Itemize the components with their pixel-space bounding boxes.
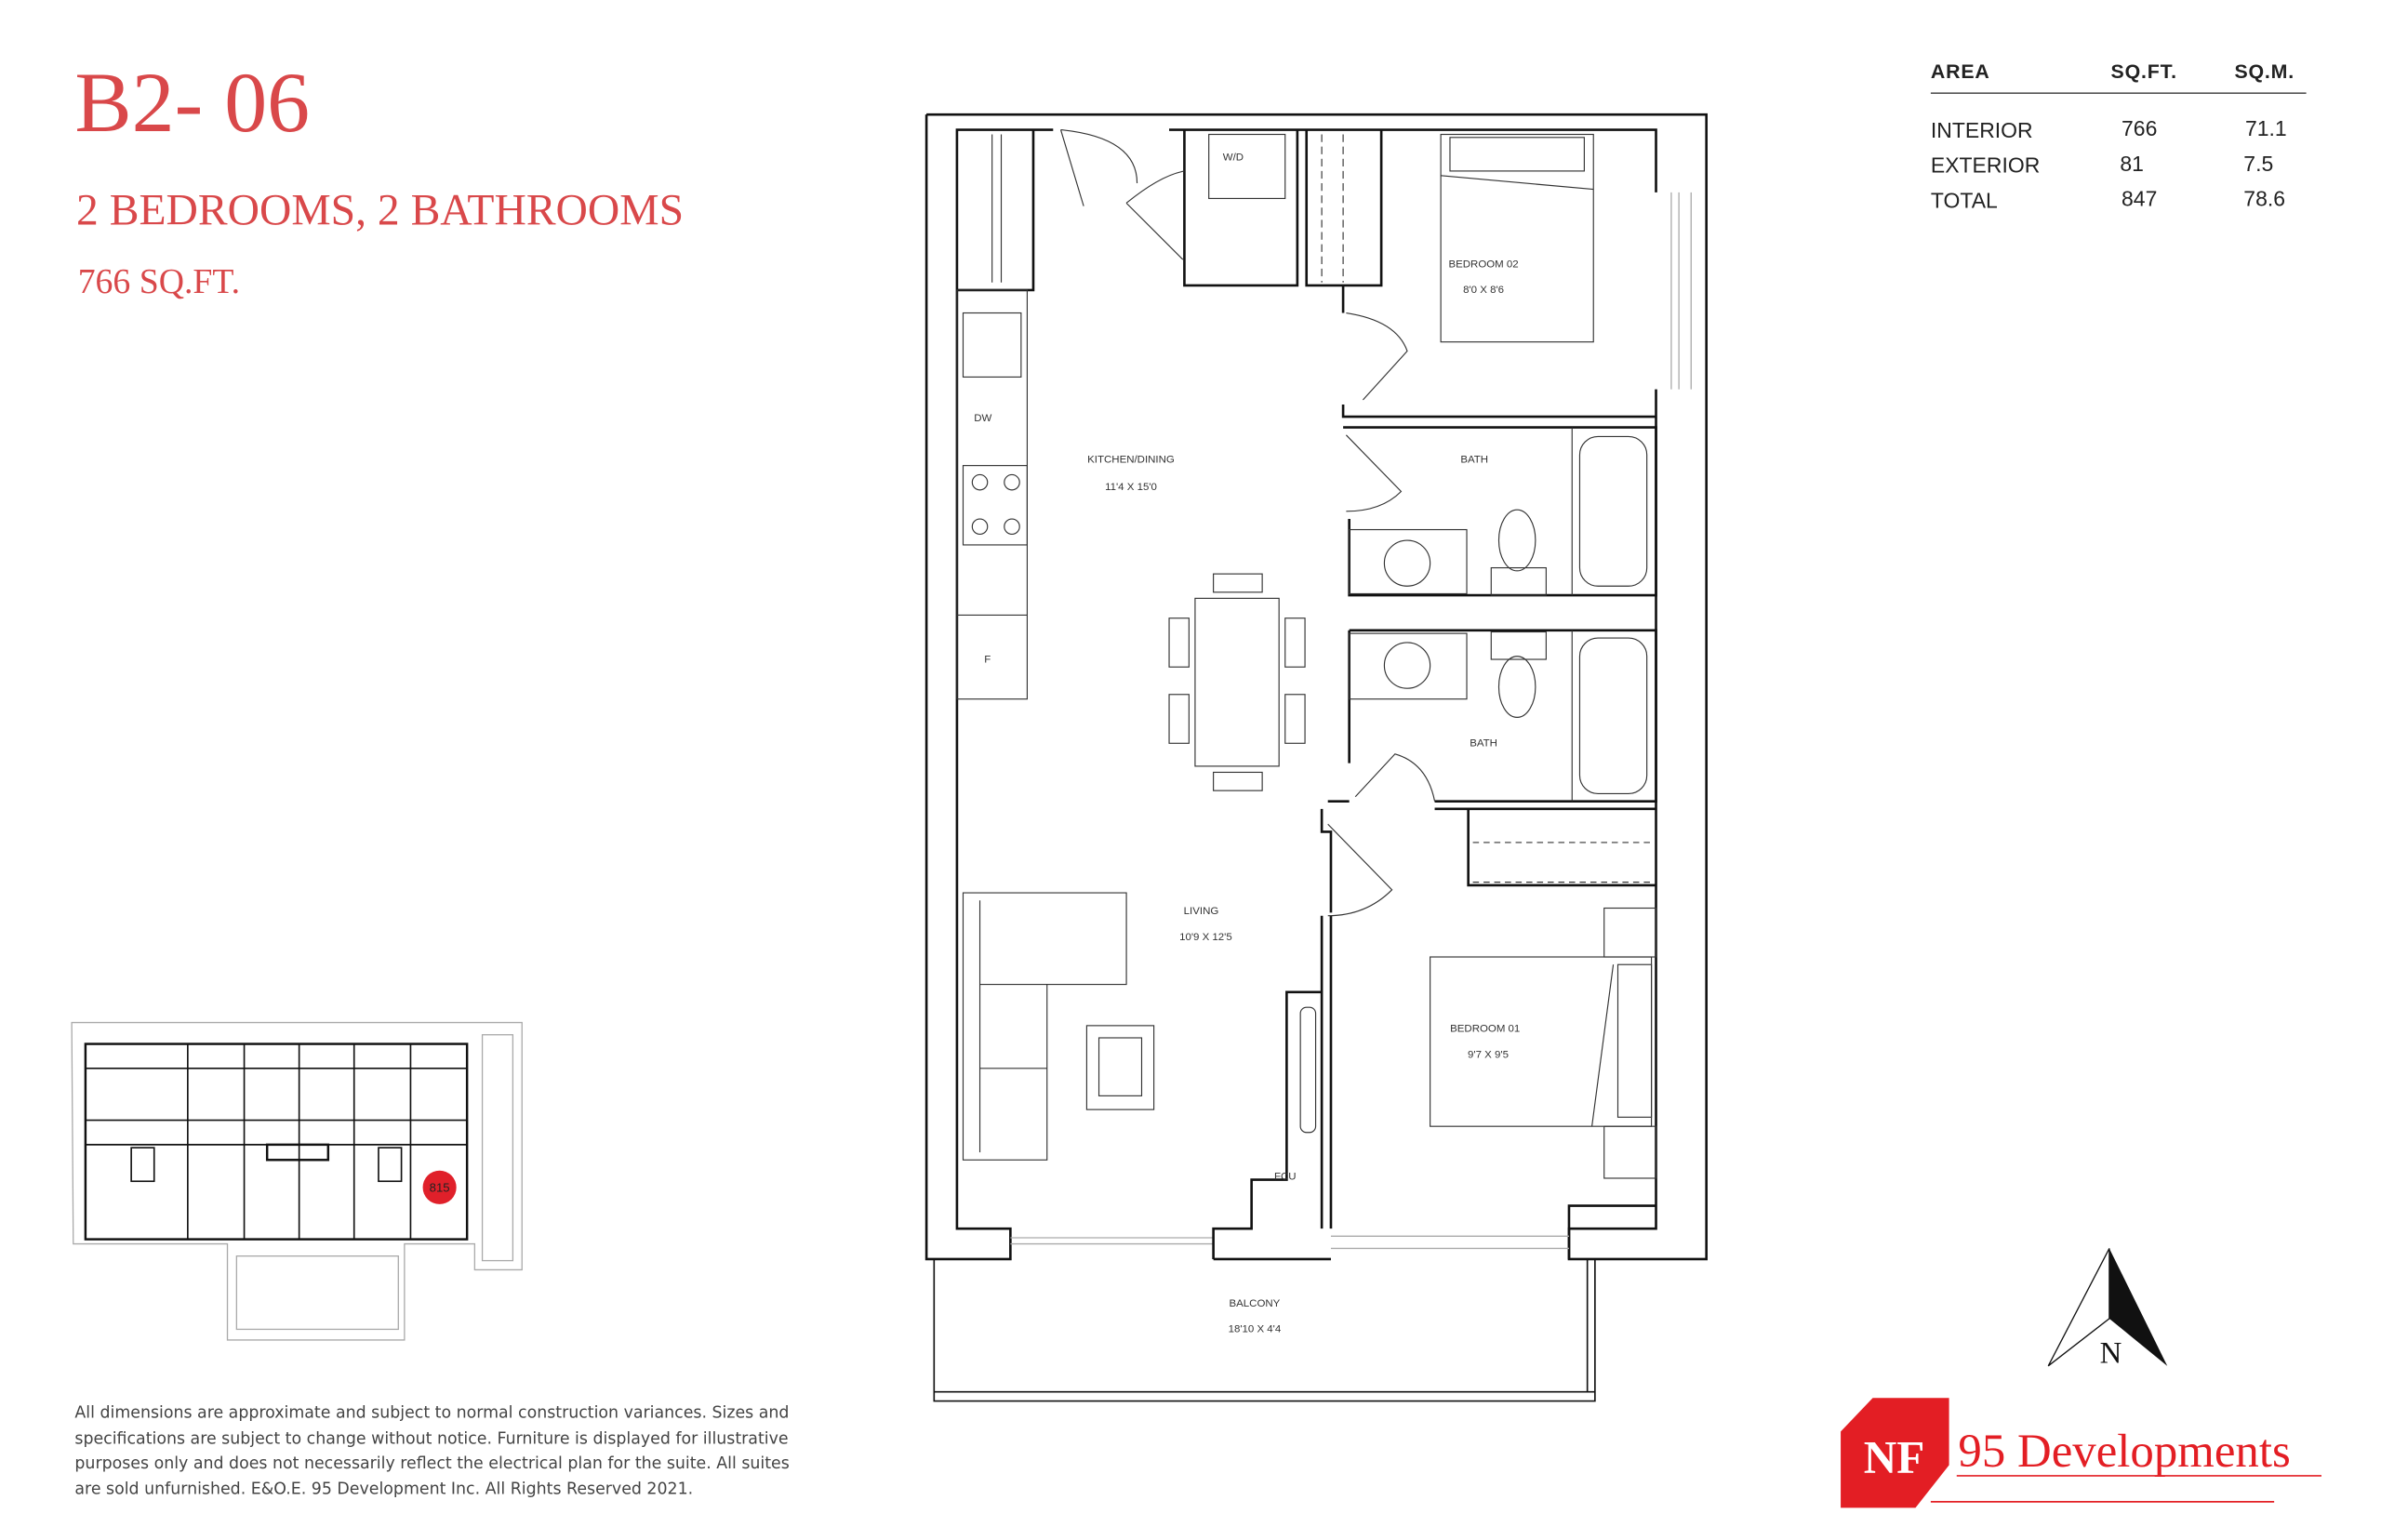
header-sqm: SQ.M. bbox=[2234, 60, 2295, 83]
room-label-wd: W/D bbox=[1223, 152, 1244, 163]
disclaimer-line: specifications are subject to change wit… bbox=[74, 1430, 788, 1449]
disclaimer-line: purposes only and does not necessarily r… bbox=[74, 1454, 789, 1473]
room-label-bath-2: BATH bbox=[1470, 738, 1497, 750]
row-sqft: 847 bbox=[2122, 187, 2157, 211]
row-sqft: 766 bbox=[2122, 116, 2157, 140]
room-label-bath-1: BATH bbox=[1460, 454, 1488, 465]
unit-type: 2 BEDROOMS, 2 BATHROOMS bbox=[76, 186, 684, 234]
row-label: EXTERIOR bbox=[1931, 153, 2040, 178]
room-label-balcony: BALCONY bbox=[1230, 1298, 1281, 1309]
header-sqft: SQ.FT. bbox=[2111, 60, 2177, 83]
disclaimer-line: All dimensions are approximate and subje… bbox=[74, 1404, 789, 1423]
row-label: INTERIOR bbox=[1931, 118, 2033, 142]
unit-floor-plan: W/D BEDROOM 02 8'0 X 8'6 BATH BATH bbox=[924, 113, 1708, 1402]
logo-name: 95 Developments bbox=[1958, 1426, 2290, 1478]
unit-location-number: 815 bbox=[430, 1181, 450, 1195]
appliance-label-fridge: F bbox=[984, 654, 991, 665]
key-plan: 815 bbox=[71, 1021, 523, 1341]
room-size-bedroom-02: 8'0 X 8'6 bbox=[1463, 285, 1504, 296]
header-area: AREA bbox=[1931, 60, 1990, 83]
unit-location-marker bbox=[422, 1170, 457, 1204]
north-arrow-icon: N bbox=[2047, 1248, 2168, 1371]
disclaimer-line: are sold unfurnished. E&O.E. 95 Developm… bbox=[74, 1480, 693, 1499]
developer-logo: NF 95 Developments bbox=[1841, 1398, 2321, 1508]
room-label-bedroom-01: BEDROOM 01 bbox=[1450, 1023, 1520, 1034]
room-size-kitchen-dining: 11'4 X 15'0 bbox=[1105, 482, 1157, 493]
table-row: INTERIOR 766 71.1 bbox=[1931, 116, 2287, 142]
unit-area: 766 SQ.FT. bbox=[78, 262, 240, 301]
room-label-kitchen-dining: KITCHEN/DINING bbox=[1087, 454, 1175, 465]
row-label: TOTAL bbox=[1931, 188, 1998, 212]
room-label-bedroom-02: BEDROOM 02 bbox=[1448, 259, 1518, 270]
row-sqm: 71.1 bbox=[2245, 116, 2287, 140]
table-row: EXTERIOR 81 7.5 bbox=[1931, 152, 2273, 178]
disclaimer: All dimensions are approximate and subje… bbox=[74, 1404, 789, 1499]
row-sqm: 7.5 bbox=[2243, 152, 2273, 176]
row-sqm: 78.6 bbox=[2243, 187, 2285, 211]
room-size-balcony: 18'10 X 4'4 bbox=[1229, 1324, 1282, 1335]
logo-mark: NF bbox=[1864, 1432, 1925, 1483]
room-label-fcu: FCU bbox=[1274, 1172, 1297, 1183]
north-label: N bbox=[2100, 1337, 2122, 1371]
appliance-label-dw: DW bbox=[974, 413, 991, 424]
row-sqft: 81 bbox=[2120, 152, 2144, 176]
room-size-living: 10'9 X 12'5 bbox=[1179, 932, 1232, 943]
unit-name: B2- 06 bbox=[74, 55, 310, 150]
room-size-bedroom-01: 9'7 X 9'5 bbox=[1468, 1049, 1509, 1060]
area-table: AREA SQ.FT. SQ.M. INTERIOR 766 71.1 EXTE… bbox=[1930, 60, 2307, 213]
table-row: TOTAL 847 78.6 bbox=[1931, 187, 2285, 213]
room-label-living: LIVING bbox=[1184, 906, 1219, 917]
